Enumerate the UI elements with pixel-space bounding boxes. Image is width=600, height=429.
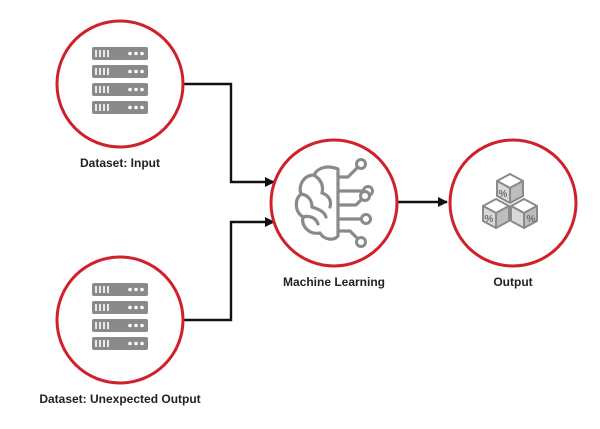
node-output: % % % bbox=[448, 138, 578, 268]
percent-glyph: % bbox=[485, 214, 494, 225]
server-rack-icon bbox=[92, 283, 148, 350]
connector-input-to-ml bbox=[183, 82, 275, 187]
ai-brain-circuit-icon bbox=[294, 165, 366, 241]
node-ring bbox=[448, 138, 578, 268]
label-dataset-input: Dataset: Input bbox=[79, 156, 161, 170]
label-output: Output bbox=[493, 275, 533, 289]
connector-unexpected-to-ml bbox=[183, 217, 275, 322]
label-machine-learning: Machine Learning bbox=[282, 275, 386, 289]
label-dataset-unexpected-output: Dataset: Unexpected Output bbox=[39, 392, 201, 406]
percent-glyph: % bbox=[499, 189, 508, 200]
node-machine-learning bbox=[269, 138, 399, 268]
percent-glyph: % bbox=[527, 214, 536, 225]
percent-cubes-icon: % % % bbox=[482, 173, 538, 229]
server-rack-icon bbox=[92, 47, 148, 114]
node-dataset-unexpected-output bbox=[55, 255, 185, 385]
node-ring bbox=[269, 138, 399, 268]
node-dataset-input bbox=[55, 19, 185, 149]
